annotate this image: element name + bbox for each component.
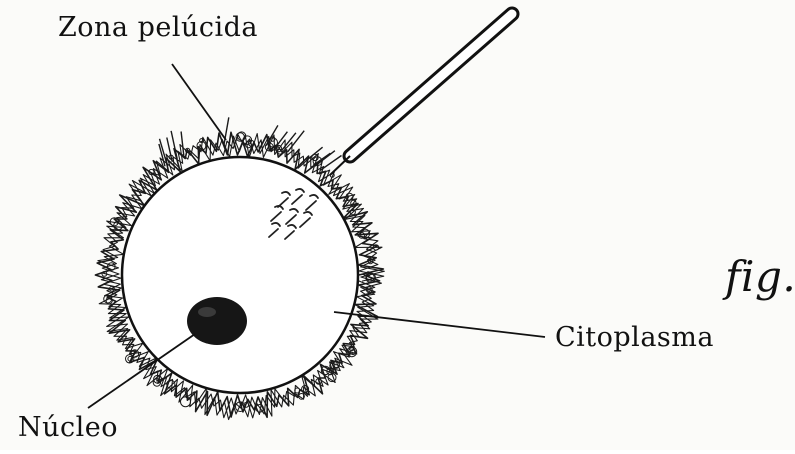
label-citoplasma: Citoplasma xyxy=(555,322,714,353)
nucleus xyxy=(187,297,247,345)
label-nucleo: Núcleo xyxy=(18,412,118,443)
zona-pelucida-hair xyxy=(266,125,278,145)
nucleus-highlight xyxy=(198,307,216,317)
micropipette xyxy=(330,14,512,175)
label-zona-pelucida: Zona pelúcida xyxy=(58,12,258,43)
zona-pelucida-leader xyxy=(172,64,226,140)
zona-pelucida-hair xyxy=(171,131,177,159)
pipette-tip xyxy=(330,156,350,175)
figure-caption: fig. xyxy=(725,252,795,301)
cytoplasm-circle xyxy=(122,157,358,393)
zona-pelucida-hair xyxy=(224,117,229,144)
zona-pelucida-curl xyxy=(181,397,191,407)
